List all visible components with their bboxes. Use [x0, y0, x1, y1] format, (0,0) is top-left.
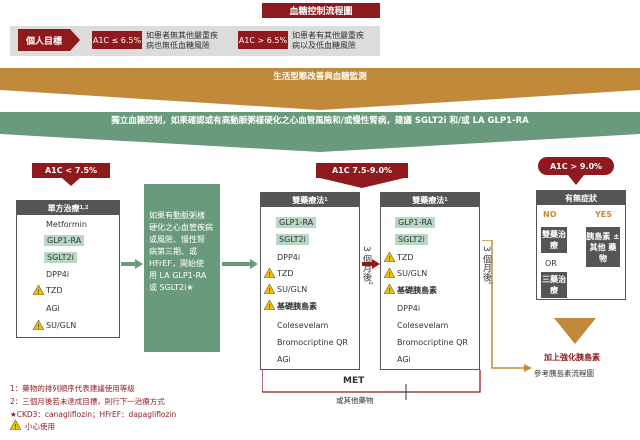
footnote-3: ★CKD3：canagliflozin；HFrEF：dapagliflozin: [10, 410, 177, 419]
goal-a1c-high: A1C > 6.5%: [238, 31, 288, 49]
symptoms-insulin-box: 胰島素 ± 其他 藥物: [586, 227, 620, 267]
met-bracket: [262, 370, 481, 400]
goal-desc-high: 如患者有其他嚴重疾病以及低血糖風險: [292, 31, 364, 50]
dual2-item-basal-insulin: 基礎胰島素: [397, 286, 437, 295]
warning-icon: !: [264, 284, 275, 294]
warning-icon: !: [384, 284, 395, 294]
symptoms-title: 有無症狀: [537, 191, 625, 205]
control-band: 獨立血糖控制，如果確認或有高動脈粥樣硬化之心血管風險和/或慢性腎病，建議 SGL…: [0, 112, 640, 128]
met-label: MET: [343, 376, 365, 386]
footnote-1: 1：藥物的排列順序代表建議使用等級: [10, 384, 135, 393]
svg-text:!: !: [14, 423, 17, 430]
warning-icon: !: [33, 320, 44, 330]
dual1-item-sglt2i: SGLT2i: [276, 234, 309, 245]
pill-a1c-high: A1C > 9.0%: [538, 157, 614, 175]
arrow-to-insulin: [482, 240, 532, 372]
dual2-item-tzd: TZD: [397, 253, 414, 262]
dual2-item-bromocriptine: Bromocriptine QR: [397, 338, 468, 347]
symptoms-dual-box: 雙藥治療: [541, 227, 567, 253]
lifestyle-chevron: [0, 84, 640, 110]
symptoms-yes-label: YES: [595, 210, 613, 219]
arrow-right-icon: [362, 259, 380, 269]
svg-text:!: !: [388, 255, 391, 262]
warning-icon: !: [384, 268, 395, 278]
symptoms-no-label: NO: [543, 210, 557, 219]
control-chevron: [0, 128, 640, 152]
arrow-right-icon: [121, 259, 143, 269]
dual2-item-su-gln: SU/GLN: [397, 269, 428, 278]
dual1-item-glp1: GLP1-RA: [276, 217, 317, 228]
warning-icon: !: [33, 285, 44, 295]
pill-low-pointer: [62, 178, 80, 186]
svg-text:!: !: [388, 271, 391, 278]
dual2-item-agi: AGi: [397, 355, 411, 364]
svg-text:!: !: [268, 271, 271, 278]
mono-item-tzd: TZD: [46, 286, 63, 295]
dual1-item-su-gln: SU/GLN: [277, 285, 308, 294]
svg-text:!: !: [268, 303, 271, 310]
goal-label: 個人目標: [18, 29, 70, 51]
dual1-item-basal-insulin: 基礎胰島素: [277, 302, 317, 311]
symptoms-triple-box: 三藥治療: [541, 272, 567, 298]
dual2-item-sglt2i: SGLT2i: [395, 234, 428, 245]
dual1-item-tzd: TZD: [277, 269, 294, 278]
warning-icon: !: [384, 252, 395, 262]
dual1-item-colesevelam: Colesevelam: [277, 321, 329, 330]
pill-mid-pointer: [320, 178, 404, 188]
pill-high-pointer: [568, 175, 584, 185]
warning-icon: !: [264, 268, 275, 278]
dual2-item-glp1: GLP1-RA: [395, 217, 436, 228]
goal-arrow-icon: [70, 29, 80, 51]
dual2-item-dpp4i: DPP4i: [397, 304, 421, 313]
mono-item-glp1: GLP1-RA: [44, 235, 85, 246]
after-3-months-label-2: 3 個月後2: [481, 246, 493, 285]
dual1-item-bromocriptine: Bromocriptine QR: [277, 338, 348, 347]
mono-item-su-gln: SU/GLN: [46, 321, 77, 330]
pill-a1c-low: A1C < 7.5%: [32, 163, 110, 178]
mono-item-dpp4i: DPP4i: [46, 270, 70, 279]
page-title: 血糖控制流程圖: [262, 3, 380, 18]
svg-text:!: !: [37, 288, 40, 295]
warning-icon: !: [10, 420, 21, 430]
dual1-item-agi: AGi: [277, 355, 291, 364]
dual1-item-dpp4i: DPP4i: [277, 253, 301, 262]
warning-icon: !: [264, 300, 275, 310]
dual2-item-colesevelam: Colesevelam: [397, 321, 449, 330]
pill-a1c-mid: A1C 7.5-9.0%: [316, 163, 408, 178]
lifestyle-band: 生活型態改善與血糖監測: [0, 68, 640, 84]
symptoms-or-label: OR: [545, 259, 557, 268]
svg-text:!: !: [37, 323, 40, 330]
chevron-down-icon: [554, 318, 596, 344]
mono-item-metformin: Metformin: [46, 220, 87, 229]
footnote-2: 2：三個月後若未達成目標，則行下一治療方式: [10, 397, 165, 406]
mono-item-agi: AGi: [46, 304, 60, 313]
mono-item-sglt2i: SGLT2i: [44, 252, 77, 263]
svg-text:!: !: [268, 287, 271, 294]
goal-a1c-low: A1C ≤ 6.5%: [92, 31, 142, 49]
met-sub: 或其他藥物: [336, 396, 374, 405]
footnote-4: 小心使用: [25, 422, 55, 431]
insulin-sub: 參考胰島素流程圖: [534, 369, 594, 378]
goal-desc-low: 如患者無其他嚴重疾病也無低血糖風險: [146, 31, 218, 50]
svg-text:!: !: [388, 287, 391, 294]
arrow-right-icon: [222, 259, 258, 269]
insulin-title: 加上強化胰島素: [544, 353, 600, 362]
